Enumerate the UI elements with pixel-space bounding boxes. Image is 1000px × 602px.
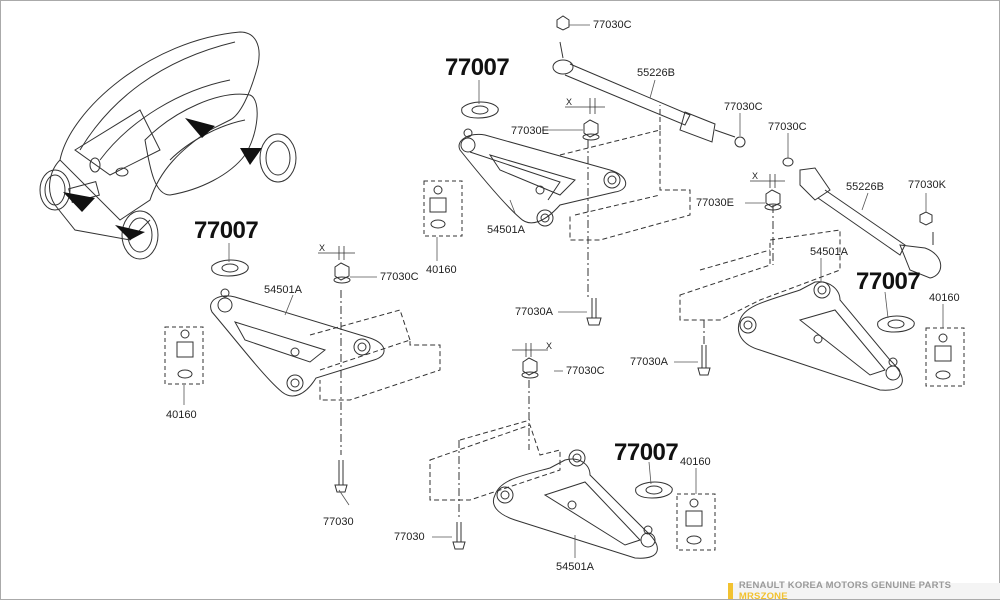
nut-77030C-bottom	[521, 357, 539, 379]
label-54501A-left[interactable]: 54501A	[264, 284, 302, 296]
bolt-77030A-top	[586, 298, 602, 326]
arm-assembly-top	[458, 128, 627, 227]
nut-77030K-right	[919, 211, 933, 226]
footer-brand: MRSZONE	[738, 591, 788, 602]
footer-text: RENAULT KOREA MOTORS GENUINE PARTS MRSZO…	[733, 580, 1000, 602]
label-77030C-right[interactable]: 77030C	[768, 121, 807, 133]
footer-label: RENAULT KOREA MOTORS GENUINE PARTS	[738, 580, 952, 591]
label-55226B-top[interactable]: 55226B	[637, 67, 675, 79]
callout-77007-top[interactable]: 77007	[445, 54, 510, 81]
dimension-x-top: X	[566, 97, 573, 107]
ball-joint-top	[423, 180, 463, 237]
nut-77030E-top	[582, 119, 600, 141]
label-77030-bottom[interactable]: 77030	[394, 531, 425, 543]
label-77030C-top[interactable]: 77030C	[593, 19, 632, 31]
dimension-x-bottom: X	[546, 341, 553, 351]
bolt-77030A-right	[697, 345, 711, 376]
arm-assembly-bottom	[492, 449, 658, 559]
label-77030E-top[interactable]: 77030E	[511, 125, 549, 137]
label-77030C-bottom[interactable]: 77030C	[566, 365, 605, 377]
centerline-right	[703, 205, 774, 345]
dimension-x-left: X	[319, 243, 326, 253]
bolt-77030-left	[334, 460, 348, 493]
label-77030-left[interactable]: 77030	[323, 516, 354, 528]
washer-77007-left	[211, 259, 249, 277]
ball-joint-left	[164, 326, 204, 385]
footer-accent-bar	[728, 583, 733, 599]
callout-77007-bottom[interactable]: 77007	[614, 439, 679, 466]
tie-rod-right	[782, 157, 942, 279]
arm-assembly-left	[210, 288, 385, 397]
dimension-markers	[318, 98, 785, 357]
subframe-right	[679, 229, 841, 321]
vehicle-illustration	[39, 31, 297, 260]
subframe-bottom	[429, 419, 561, 501]
tie-rod-top	[552, 15, 746, 148]
bolt-77030-bottom	[452, 522, 466, 550]
label-77030C-left[interactable]: 77030C	[380, 271, 419, 283]
nut-77030E-right	[764, 189, 782, 211]
label-40160-left[interactable]: 40160	[166, 409, 197, 421]
leader-lines	[183, 24, 944, 558]
nut-77030C-left	[333, 262, 351, 284]
label-77030A-right[interactable]: 77030A	[630, 356, 668, 368]
label-77030K[interactable]: 77030K	[908, 179, 946, 191]
ball-joint-right	[925, 327, 965, 387]
ball-joint-bottom	[676, 493, 716, 551]
label-77030E-right[interactable]: 77030E	[696, 197, 734, 209]
label-40160-right[interactable]: 40160	[929, 292, 960, 304]
arm-assembly-right	[737, 281, 903, 391]
subframe-left	[309, 309, 441, 401]
label-40160-bottom[interactable]: 40160	[680, 456, 711, 468]
centerline-bottom	[458, 380, 530, 520]
callout-77007-left[interactable]: 77007	[194, 217, 259, 244]
callout-77007-right[interactable]: 77007	[856, 268, 921, 295]
dimension-x-right: X	[752, 171, 759, 181]
vehicle-arrows	[63, 118, 262, 240]
washer-77007-top	[461, 101, 499, 119]
label-40160-top[interactable]: 40160	[426, 264, 457, 276]
subframe-top	[559, 105, 691, 241]
label-54501A-right[interactable]: 54501A	[810, 246, 848, 258]
label-77030A-top[interactable]: 77030A	[515, 306, 553, 318]
label-77030C-mid[interactable]: 77030C	[724, 101, 763, 113]
label-55226B-right[interactable]: 55226B	[846, 181, 884, 193]
label-54501A-bottom[interactable]: 54501A	[556, 561, 594, 573]
label-54501A-top[interactable]: 54501A	[487, 224, 525, 236]
washer-77007-right	[877, 315, 915, 333]
footer-banner: RENAULT KOREA MOTORS GENUINE PARTS MRSZO…	[728, 580, 1000, 602]
washer-77007-bottom	[635, 481, 673, 499]
